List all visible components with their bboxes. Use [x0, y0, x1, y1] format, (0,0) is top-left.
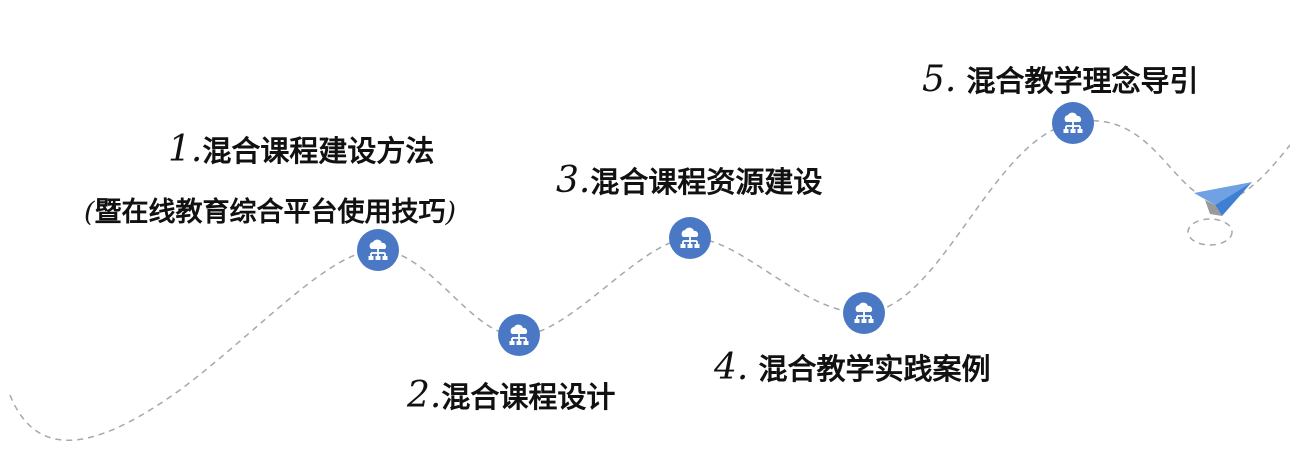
cloud-network-icon — [368, 239, 388, 260]
step-2-title: 混合课程设计 — [441, 380, 616, 414]
cloud-network-icon — [1063, 112, 1083, 133]
step-3-title: 混合课程资源建设 — [590, 165, 823, 199]
paper-plane-icon — [1194, 182, 1252, 216]
step-2-node — [498, 314, 540, 356]
step-3-number: 3. — [556, 160, 591, 201]
step-1-subtitle: (暨在线教育综合平台使用技巧) — [84, 197, 457, 228]
step-2-number: 2. — [407, 375, 442, 416]
plane-loop — [1187, 218, 1233, 246]
step-1-title: 混合课程建设方法 — [202, 134, 435, 168]
step-1-label: 1.混合课程建设方法 — [168, 132, 434, 168]
step-4-title: 混合教学实践案例 — [748, 352, 991, 386]
cloud-network-icon — [509, 324, 529, 345]
step-3-node — [669, 217, 711, 259]
step-1-node — [357, 229, 399, 271]
step-4-node — [843, 292, 885, 334]
step-2-label: 2.混合课程设计 — [407, 378, 615, 414]
step-5-label: 5. 混合教学理念导引 — [922, 62, 1198, 98]
step-1-subtitle-text: 暨在线教育综合平台使用技巧 — [94, 197, 446, 228]
step-4-label: 4. 混合教学实践案例 — [714, 350, 990, 386]
step-1-number: 1. — [168, 129, 203, 170]
step-3-label: 3.混合课程资源建设 — [556, 163, 822, 199]
step-4-number: 4. — [714, 347, 749, 388]
cloud-network-icon — [854, 302, 874, 323]
step-5-node — [1052, 102, 1094, 144]
cloud-network-icon — [680, 227, 700, 248]
step-5-title: 混合教学理念导引 — [956, 64, 1199, 98]
step-5-number: 5. — [922, 59, 957, 100]
